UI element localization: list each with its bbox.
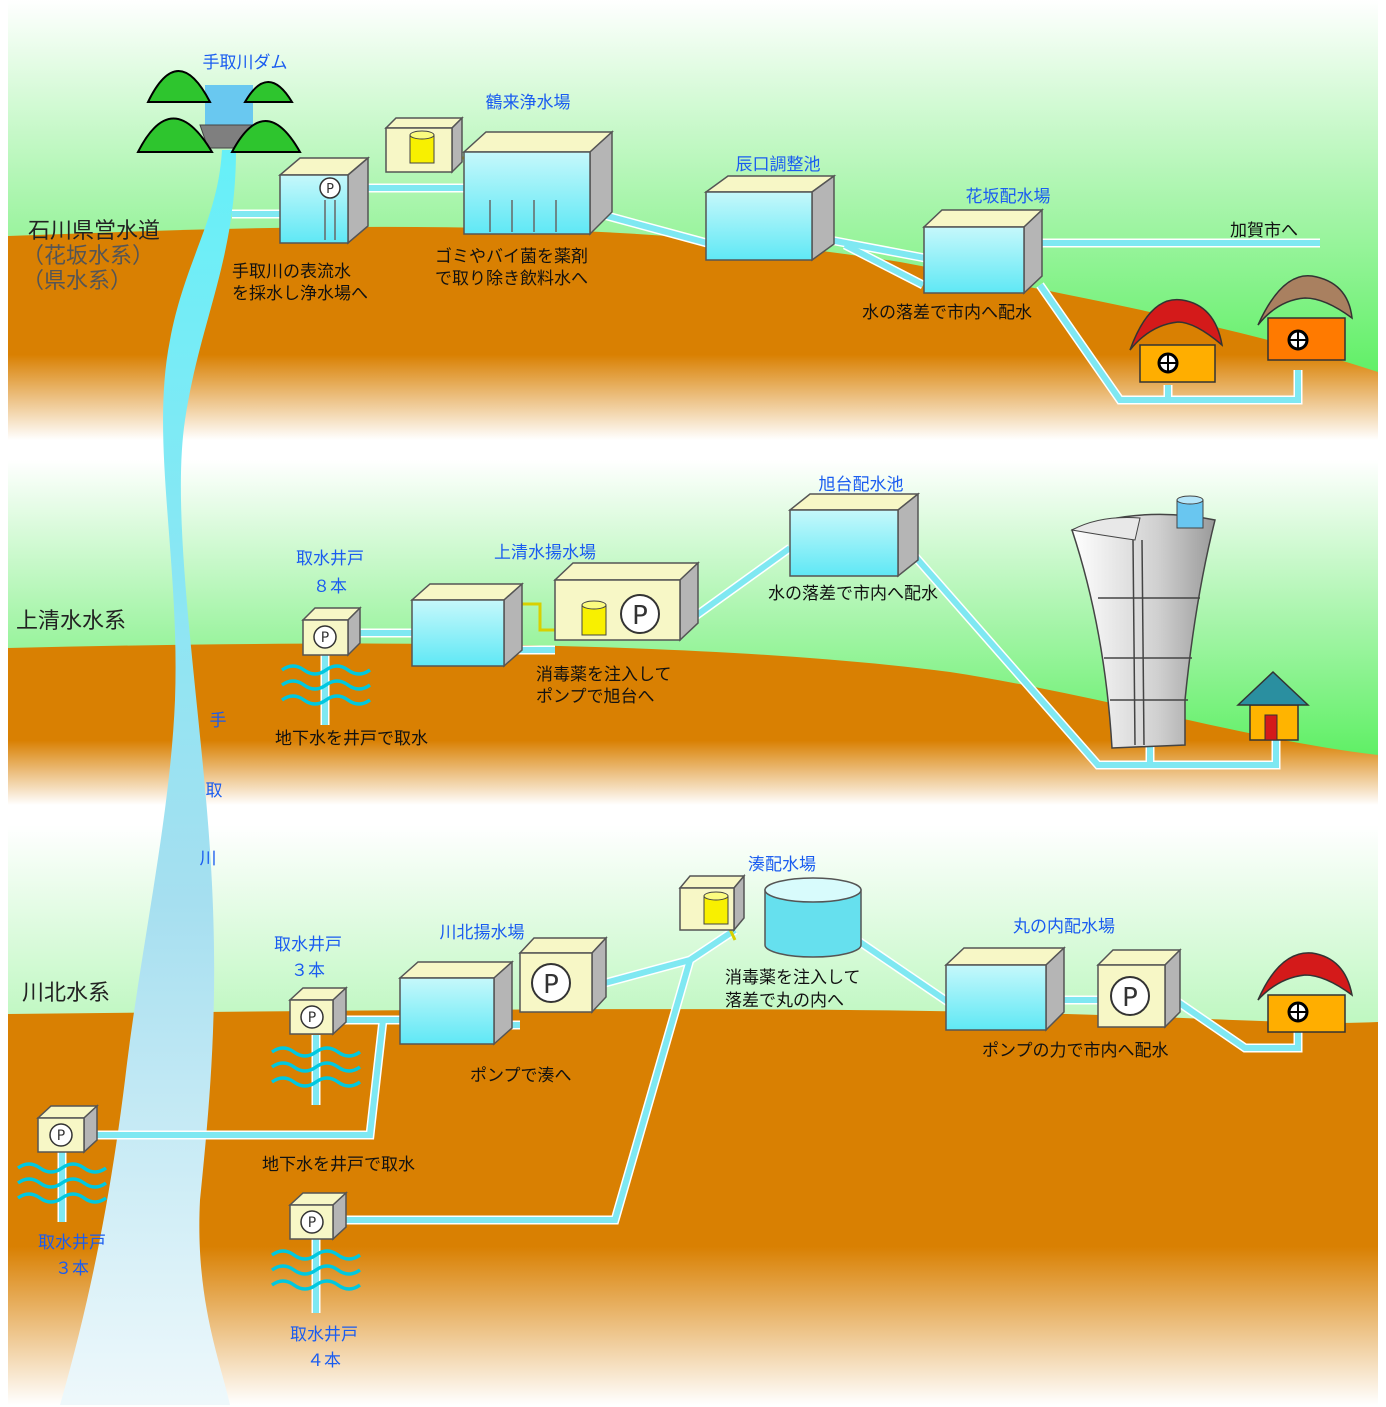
tedori-river <box>60 150 236 1405</box>
pump-icon: P <box>49 1123 73 1147</box>
chemical-drums <box>409 130 729 925</box>
kamishimizu-disinfect-note: ポンプで旭台へ <box>536 687 655 707</box>
river-label: 手 取 川 <box>200 711 227 869</box>
kensui-label-sub1: （花坂水系） <box>22 244 154 269</box>
well-label: 取水井戸 <box>290 1325 358 1345</box>
svg-text:P: P <box>1122 983 1138 1013</box>
marunouchi-note: ポンプの力で市内へ配水 <box>982 1041 1169 1061</box>
svg-text:P: P <box>308 1215 316 1231</box>
kawakita-tank <box>398 960 514 1046</box>
minato-reservoir <box>764 877 862 958</box>
kamishimizu-disinfect-note: 消毒薬を注入して <box>536 665 672 685</box>
well-label: 取水井戸 <box>38 1233 106 1253</box>
pump-icon: P <box>313 625 337 649</box>
asahidai-tank <box>787 492 921 578</box>
well-labels: 取水井戸 ８本 取水井戸 ３本 取水井戸 ３本 取水井戸 ４本 <box>38 549 364 1371</box>
pump-icon: P <box>300 1210 324 1234</box>
groundwater-waves <box>16 664 372 1291</box>
pump-icon: P <box>300 1005 324 1029</box>
kawakita-ground-note: 地下水を井戸で取水 <box>262 1155 415 1175</box>
well-count: ３本 <box>291 961 325 981</box>
minato-note: 落差で丸の内へ <box>725 991 844 1011</box>
pipes <box>92 156 1320 1225</box>
marunouchi-tank <box>944 946 1066 1032</box>
kawakita-label: 川北水系 <box>22 981 110 1006</box>
purify-note: ゴミやバイ菌を薬剤 <box>435 246 588 267</box>
hanasaka-gravity-note: 水の落差で市内へ配水 <box>862 303 1032 323</box>
pump-icons: P P P P P P P P <box>49 177 1150 1234</box>
to-kaga-note: 加賀市へ <box>1230 221 1298 241</box>
kamishimizu-well-box <box>301 606 362 657</box>
house-icon <box>1129 298 1224 383</box>
facility-labels: 手取川ダム 鶴来浄水場 辰口調整池 花坂配水場 上清水揚水場 旭台配水池 川北揚… <box>203 53 1116 943</box>
dam-label: 手取川ダム <box>203 53 288 73</box>
asahidai-gravity-note: 水の落差で市内へ配水 <box>768 584 938 604</box>
purify-note: で取り除き飲料水へ <box>435 269 588 289</box>
tedori-dam <box>136 70 302 153</box>
svg-text:P: P <box>308 1010 316 1026</box>
tsurugi-plant-tank <box>462 130 614 236</box>
well-label: 取水井戸 <box>296 549 364 569</box>
well-label: 取水井戸 <box>274 935 342 955</box>
building-icon <box>1070 495 1216 749</box>
tatsunokuchi-tank <box>703 174 837 262</box>
minato-note: 消毒薬を注入して <box>725 968 861 988</box>
river-char: 川 <box>200 849 217 869</box>
svg-text:P: P <box>57 1128 65 1144</box>
well-count: ４本 <box>307 1351 341 1371</box>
tatsunokuchi-label: 辰口調整池 <box>736 155 821 175</box>
kensui-intake-tank <box>277 156 371 245</box>
kamishimizu-label: 上清水水系 <box>16 609 126 634</box>
pump-icon: P <box>1110 976 1150 1016</box>
house-icon <box>1257 952 1354 1033</box>
band-kensui <box>8 0 1378 440</box>
well-count: ３本 <box>55 1259 89 1279</box>
svg-text:P: P <box>632 601 648 631</box>
pump-icon: P <box>620 594 660 634</box>
minato-label: 湊配水場 <box>748 855 816 875</box>
asahidai-label: 旭台配水池 <box>819 475 904 495</box>
kawakita-well-box-a <box>288 986 348 1036</box>
pump-icon: P <box>319 177 341 199</box>
small-house-icon <box>1236 670 1310 741</box>
house-icon <box>1257 275 1353 361</box>
svg-text:P: P <box>321 630 329 646</box>
kawakita-pump-label: 川北揚水場 <box>440 923 525 943</box>
intake-note: 手取川の表流水 <box>232 262 351 282</box>
process-notes: 手取川の表流水 を採水し浄水場へ ゴミやバイ菌を薬剤 で取り除き飲料水へ 加賀市… <box>232 221 1298 1175</box>
kamishimizu-ground-note: 地下水を井戸で取水 <box>275 729 428 749</box>
river-char: 取 <box>206 781 223 801</box>
hanasaka-tank <box>922 208 1044 295</box>
svg-text:P: P <box>543 970 559 1000</box>
tanks <box>36 116 1182 1241</box>
river-char: 手 <box>210 711 227 731</box>
kensui-label: 石川県営水道 <box>28 219 160 244</box>
hanasaka-label: 花坂配水場 <box>966 187 1051 207</box>
marunouchi-pump-box <box>1096 948 1182 1029</box>
well-count: ８本 <box>313 577 347 597</box>
kamishimizu-pump-label: 上清水揚水場 <box>494 543 596 563</box>
pump-icon: P <box>531 963 571 1003</box>
svg-text:P: P <box>326 182 334 197</box>
intake-note: を採水し浄水場へ <box>232 284 368 304</box>
kensui-label-sub2: （県水系） <box>22 269 132 294</box>
kawakita-pump-note: ポンプで湊へ <box>470 1066 572 1086</box>
marunouchi-label: 丸の内配水場 <box>1013 917 1115 937</box>
kamishimizu-tank-a <box>410 582 524 668</box>
system-labels: 石川県営水道 （花坂水系） （県水系） 上清水水系 川北水系 <box>16 219 160 1006</box>
tsurugi-plant-label: 鶴来浄水場 <box>486 93 571 113</box>
